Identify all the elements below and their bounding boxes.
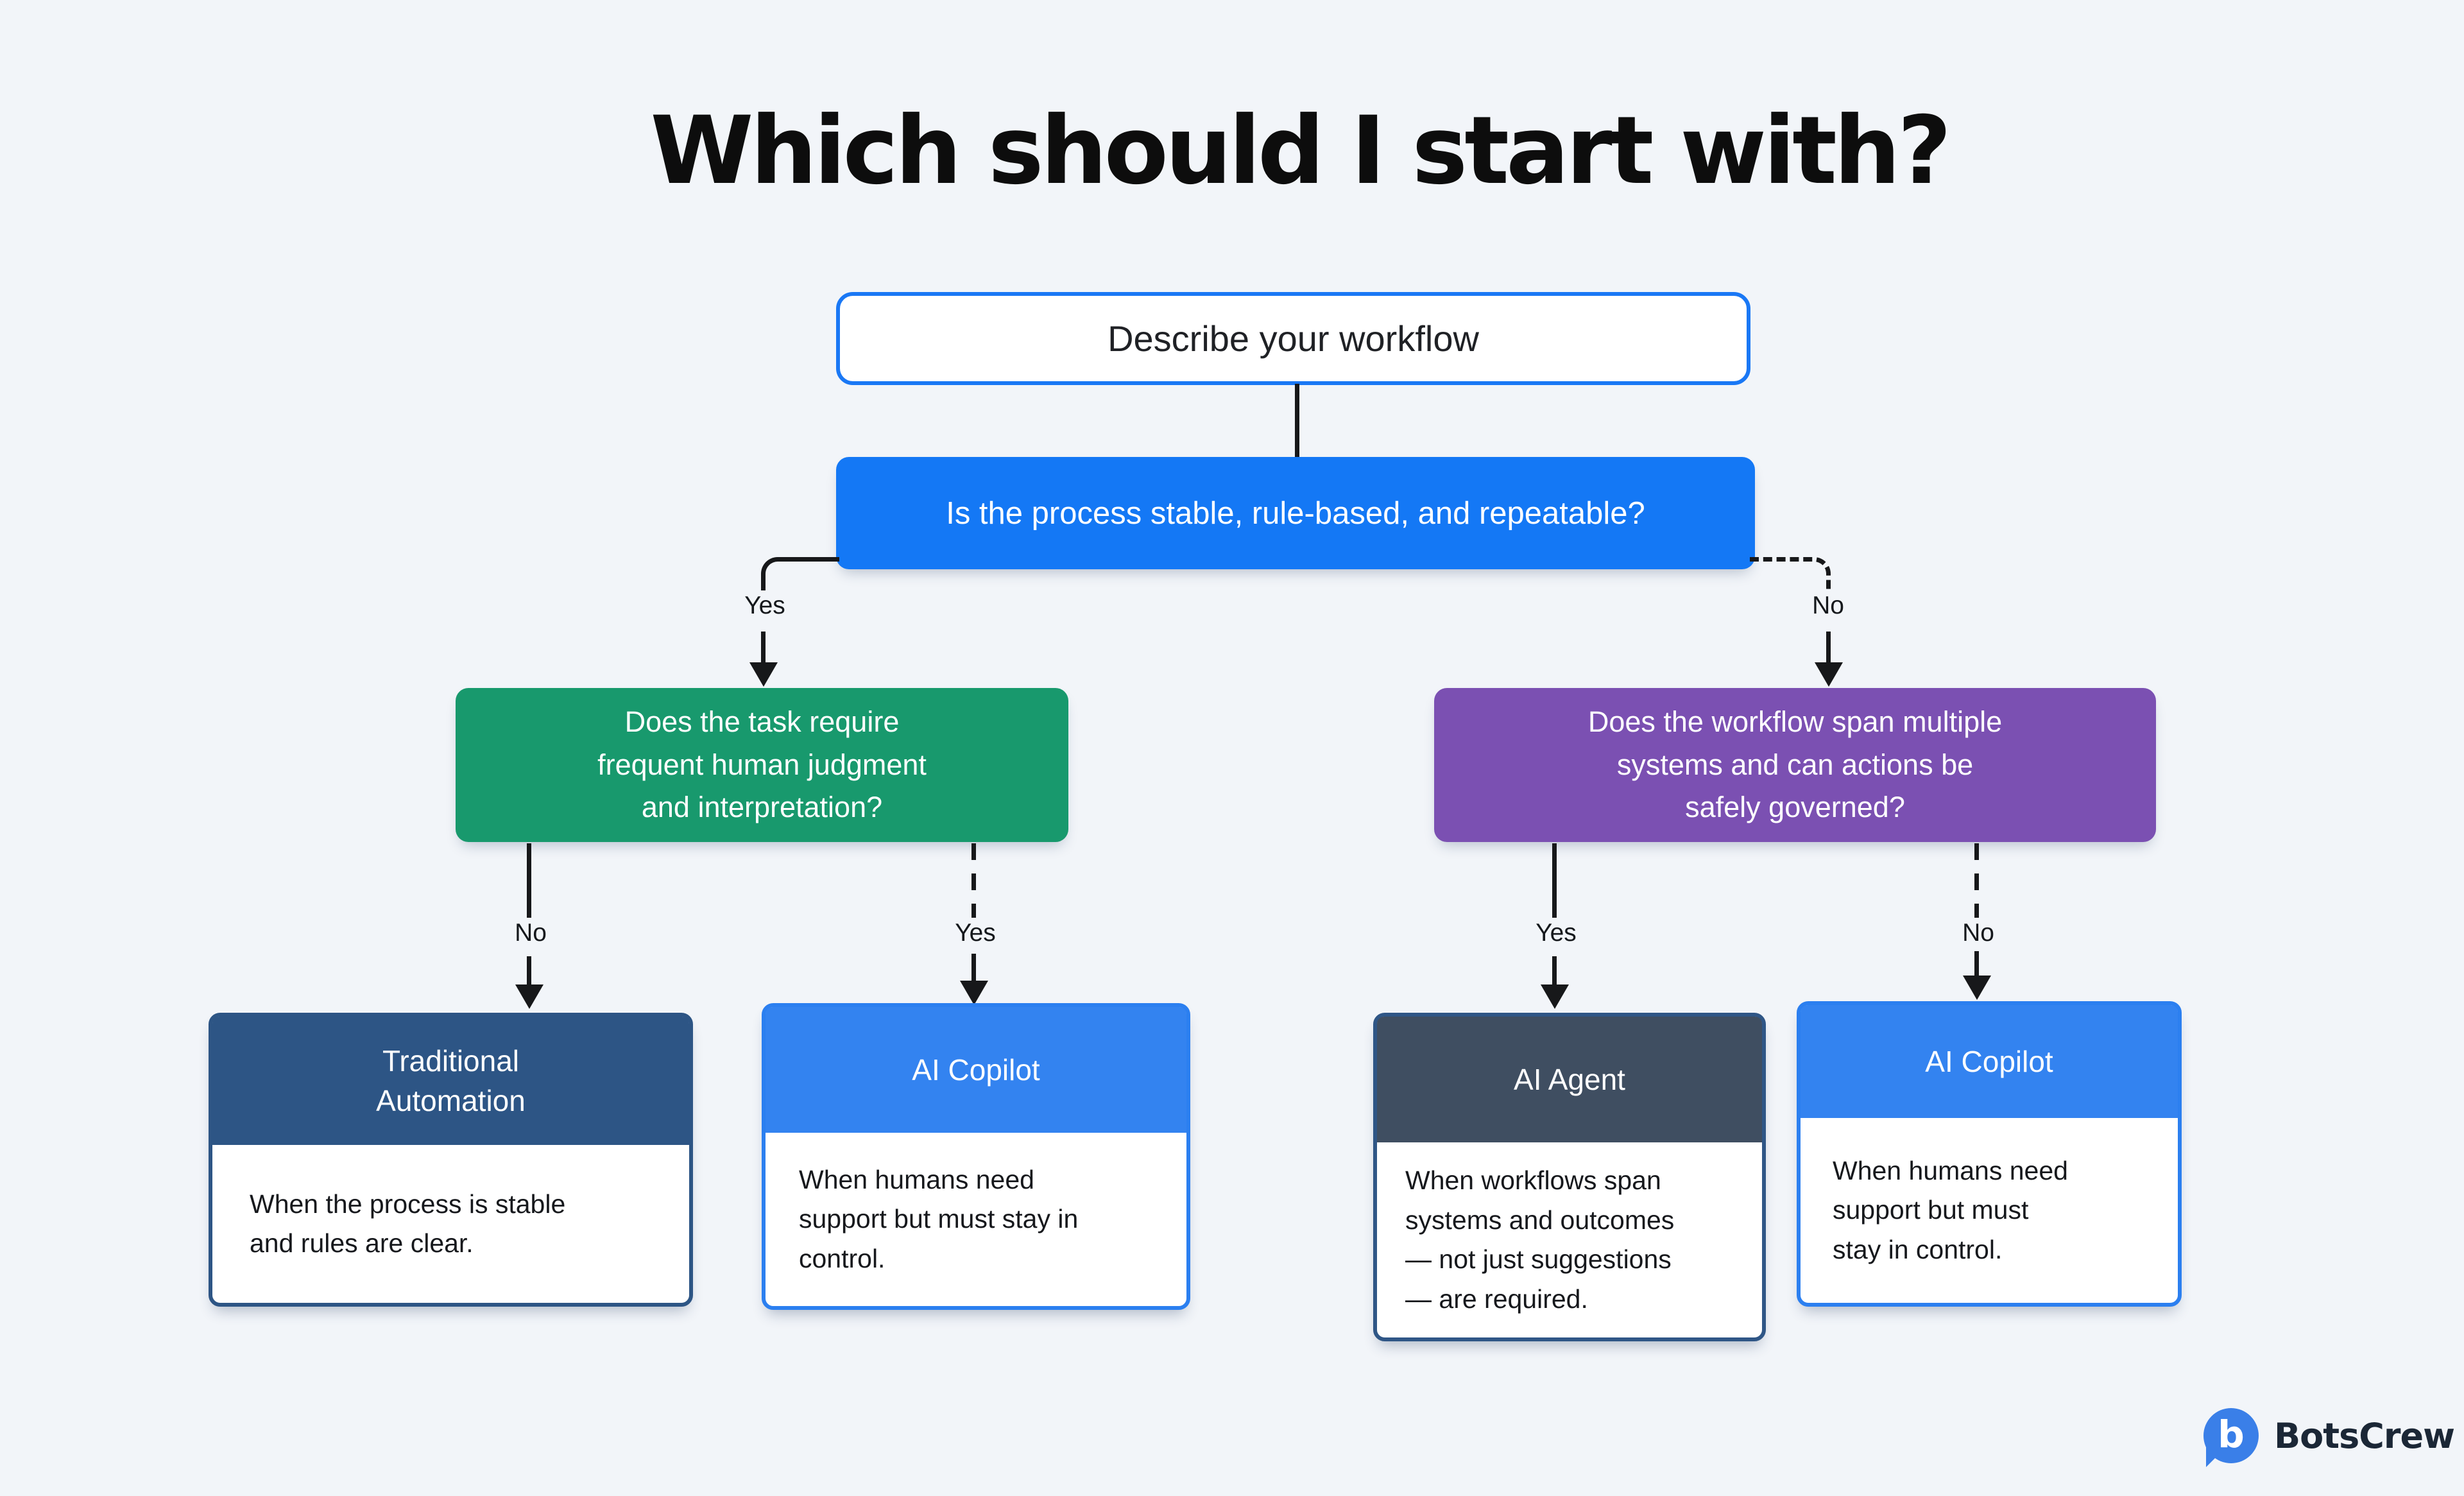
edge-q1-no-arrowhead [1815, 662, 1843, 687]
edge-q1-no-arrow-line [1826, 632, 1831, 664]
edge-q2-no-arrow-line [527, 956, 531, 986]
card-ai-copilot-left-description: When humans need support but must stay i… [799, 1164, 1079, 1273]
edge-label-q1-no: No [1812, 592, 1844, 619]
botscrew-logo-icon: b [2203, 1408, 2259, 1463]
node-question-human-judgment-label: Does the task require frequent human jud… [597, 705, 927, 824]
node-question-span-systems-label: Does the workflow span multiple systems … [1587, 705, 2003, 824]
edge-q2-no-arrowhead [515, 984, 543, 1009]
edge-label-q3-yes: Yes [1536, 919, 1577, 947]
edge-q3-no-arrow-line [1974, 951, 1979, 978]
botscrew-logo-wordmark: BotsCrew [2274, 1416, 2455, 1456]
card-traditional-automation-header: Traditional Automation [212, 1017, 689, 1145]
card-ai-agent-title: AI Agent [1514, 1062, 1625, 1096]
card-traditional-automation-body: When the process is stable and rules are… [212, 1145, 689, 1303]
node-describe-workflow-label: Describe your workflow [1108, 318, 1479, 359]
edge-q2-yes-arrow-line [971, 954, 976, 982]
card-ai-copilot-left-title: AI Copilot [912, 1053, 1040, 1087]
card-ai-copilot-right-title: AI Copilot [1925, 1044, 2053, 1078]
edge-q3-no-dashed-line [1974, 843, 1979, 918]
node-question-stable-process: Is the process stable, rule-based, and r… [836, 457, 1755, 569]
card-traditional-automation-title: Traditional Automation [376, 1044, 526, 1117]
edge-root-q1-line [1295, 384, 1299, 458]
edge-q3-yes-arrowhead [1541, 984, 1569, 1009]
card-ai-copilot-left-header: AI Copilot [766, 1007, 1186, 1133]
card-ai-agent-description: When workflows span systems and outcomes… [1405, 1165, 1675, 1314]
node-question-span-systems: Does the workflow span multiple systems … [1434, 688, 2156, 842]
edge-q1-yes-elbow [761, 557, 839, 590]
card-ai-agent-header: AI Agent [1377, 1017, 1762, 1142]
node-question-human-judgment: Does the task require frequent human jud… [456, 688, 1068, 842]
card-ai-agent-body: When workflows span systems and outcomes… [1377, 1142, 1762, 1337]
edge-q2-yes-dashed-line [971, 843, 976, 918]
botscrew-logo-letter: b [2218, 1413, 2245, 1456]
card-ai-agent: AI Agent When workflows span systems and… [1373, 1013, 1766, 1341]
edge-label-q3-no: No [1962, 919, 1994, 947]
card-ai-copilot-right: AI Copilot When humans need support but … [1797, 1001, 2182, 1307]
card-ai-copilot-left: AI Copilot When humans need support but … [762, 1003, 1190, 1310]
edge-q3-no-arrowhead [1963, 976, 1991, 1000]
edge-q1-no-elbow [1750, 557, 1831, 590]
card-traditional-automation-description: When the process is stable and rules are… [250, 1189, 566, 1259]
node-describe-workflow: Describe your workflow [836, 292, 1750, 385]
edge-q3-yes-arrow-line [1552, 956, 1557, 986]
edge-q1-yes-arrow-line [761, 632, 766, 664]
edge-q2-yes-arrowhead [960, 981, 988, 1005]
edge-q1-yes-arrowhead [749, 662, 778, 687]
page-title: Which should I start with? [650, 96, 1951, 205]
edge-q3-yes-line [1552, 843, 1557, 918]
edge-q2-no-line [527, 843, 531, 918]
edge-label-q2-no: No [515, 919, 547, 947]
node-question-stable-process-label: Is the process stable, rule-based, and r… [946, 495, 1645, 531]
card-ai-copilot-right-description: When humans need support but must stay i… [1833, 1155, 2068, 1264]
card-ai-copilot-right-body: When humans need support but must stay i… [1801, 1118, 2178, 1303]
edge-label-q1-yes: Yes [744, 592, 785, 619]
card-traditional-automation: Traditional Automation When the process … [209, 1013, 693, 1307]
card-ai-copilot-left-body: When humans need support but must stay i… [766, 1133, 1186, 1306]
edge-label-q2-yes: Yes [955, 919, 996, 947]
card-ai-copilot-right-header: AI Copilot [1801, 1005, 2178, 1118]
